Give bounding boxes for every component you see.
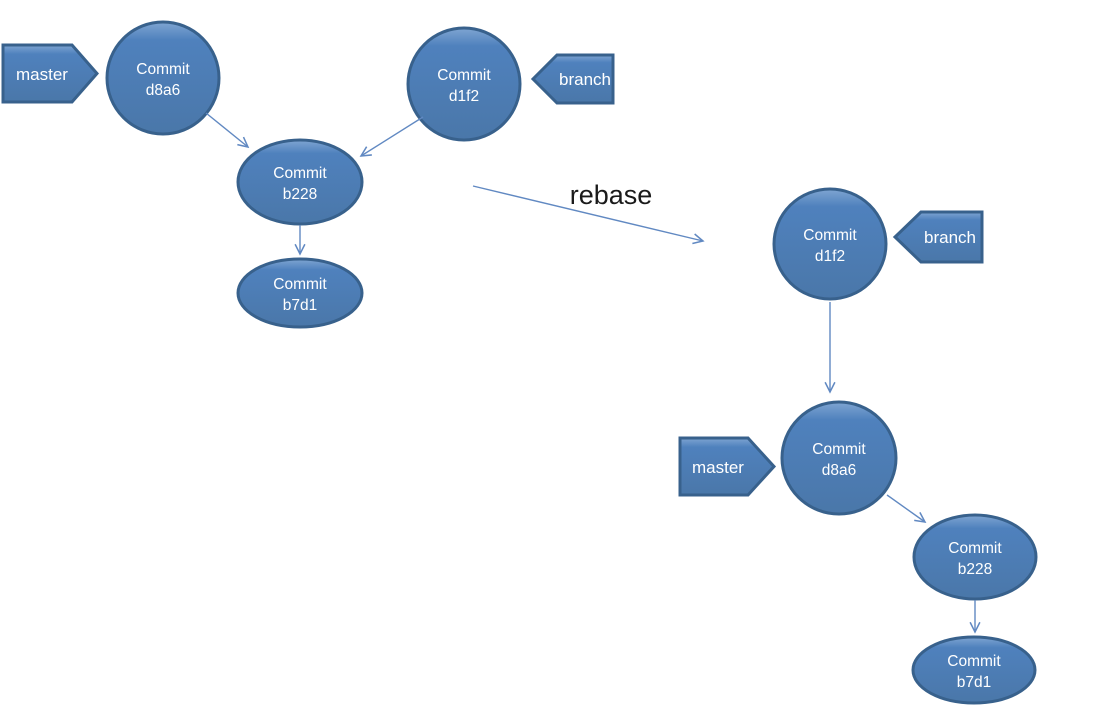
commit-node-d1f2-before <box>406 26 522 142</box>
commit-node-b228-after <box>912 513 1038 601</box>
edge-d8a6-to-b228-before <box>205 112 248 147</box>
commit-node-d1f2-after <box>772 187 888 301</box>
commit-id-b7d1-before: b7d1 <box>283 297 317 314</box>
rebase-arrow <box>472 185 703 241</box>
commit-node-b228-before <box>236 138 364 226</box>
commit-id-d8a6-after: d8a6 <box>822 462 856 479</box>
edge-d8a6-to-b228-after <box>886 494 925 522</box>
commit-id-b7d1-after: b7d1 <box>957 674 991 691</box>
after-graph: Commit d1f2 branch Commit d8a6 master Co… <box>678 187 1038 705</box>
commit-title-b228-after: Commit <box>948 540 1002 557</box>
commit-title-d8a6-after: Commit <box>812 441 866 458</box>
commit-title-d1f2-after: Commit <box>803 227 857 244</box>
commit-id-d8a6-before: d8a6 <box>146 82 180 99</box>
commit-node-b7d1-after <box>911 635 1037 705</box>
commit-id-d1f2-before: d1f2 <box>449 88 479 105</box>
branch-tag-label-after: branch <box>924 228 976 247</box>
commit-title-b7d1-before: Commit <box>273 276 327 293</box>
commit-title-b228-before: Commit <box>273 165 327 182</box>
commit-id-b228-after: b228 <box>958 561 992 578</box>
commit-id-b228-before: b228 <box>283 186 317 203</box>
commit-node-d8a6-after <box>780 400 898 516</box>
edge-d1f2-to-b228-before <box>361 116 424 156</box>
master-tag-shape-before <box>1 43 99 104</box>
rebase-operation-label: rebase <box>570 180 653 210</box>
commit-id-d1f2-after: d1f2 <box>815 248 845 265</box>
branch-tag-shape-after <box>892 210 984 264</box>
branch-tag-label-before: branch <box>559 70 611 89</box>
branch-tag-shape-before <box>530 53 615 105</box>
before-graph: master Commit d8a6 Commit d1f2 branch Co… <box>1 20 615 329</box>
commit-node-d8a6-before <box>105 20 221 136</box>
master-tag-label-after: master <box>692 458 744 477</box>
commit-title-d1f2-before: Commit <box>437 67 491 84</box>
commit-title-b7d1-after: Commit <box>947 653 1001 670</box>
commit-node-b7d1-before <box>236 257 364 329</box>
commit-title-d8a6-before: Commit <box>136 61 190 78</box>
master-tag-shape-after <box>678 436 777 497</box>
master-tag-label-before: master <box>16 65 68 84</box>
